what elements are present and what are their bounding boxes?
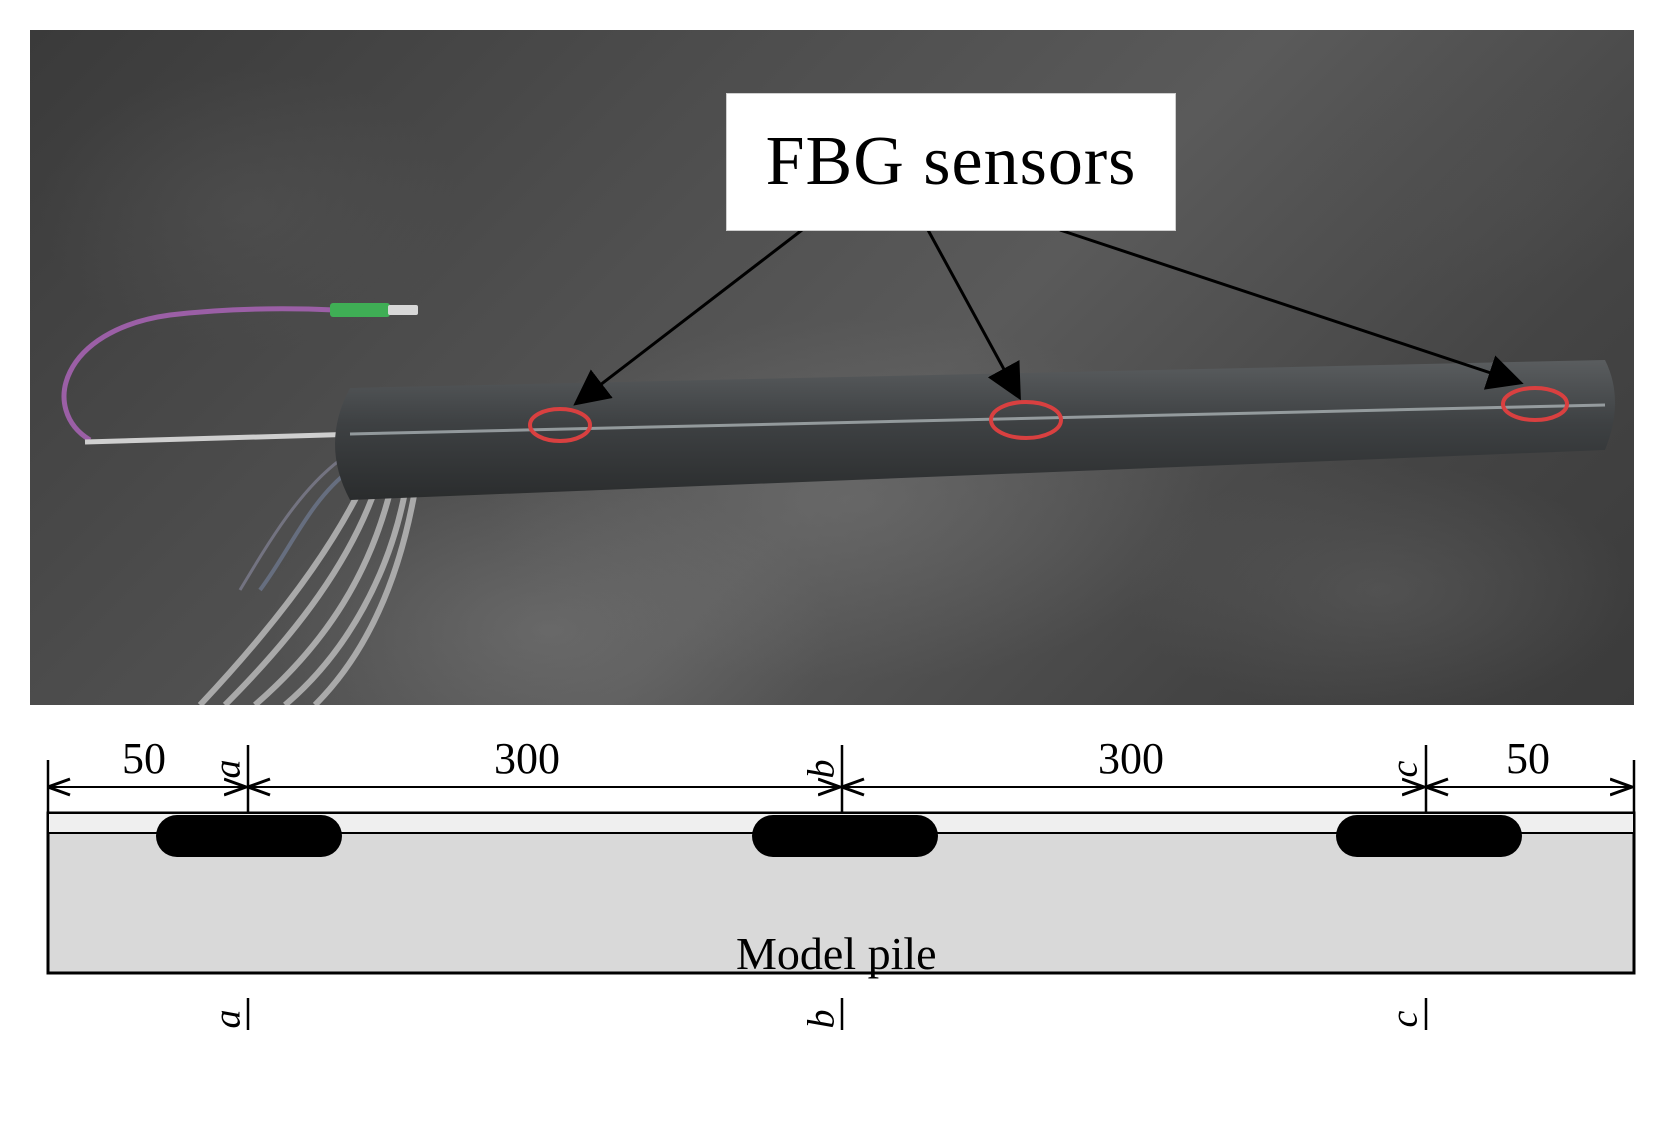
section-label-bottom-b: b	[800, 1009, 843, 1029]
sensor-a	[156, 815, 342, 857]
sensor-c	[1336, 815, 1522, 857]
dim-label-1: 50	[122, 734, 166, 783]
sensor-marker-b	[989, 400, 1063, 440]
schematic-drawing	[46, 745, 1636, 1030]
dim-label-4: 50	[1506, 734, 1550, 783]
dim-label-3: 300	[1098, 734, 1164, 783]
pile-schematic: 50 300 300 50 a b c Model pile a b c	[0, 705, 1665, 1121]
extension-lines	[46, 745, 1636, 813]
callout-arrows	[573, 228, 1524, 406]
photo-scene	[61, 228, 1615, 705]
sensor-b	[752, 815, 938, 857]
section-label-top-a: a	[206, 759, 249, 779]
section-label-bottom-a: a	[206, 1009, 249, 1029]
sensor-photo: FBG sensors	[30, 30, 1634, 705]
sensor-marker-a	[528, 407, 592, 443]
callout-fbg-sensors: FBG sensors	[726, 93, 1176, 231]
section-label-bottom-c: c	[1383, 1010, 1426, 1028]
fiber-loop	[61, 306, 336, 443]
sensor-marker-c	[1501, 386, 1569, 422]
wire-bundle	[197, 458, 418, 705]
pile-label: Model pile	[736, 928, 937, 979]
steel-rod	[84, 431, 361, 445]
dim-label-2: 300	[494, 734, 560, 783]
section-label-top-b: b	[800, 759, 843, 779]
section-label-top-c: c	[1383, 760, 1426, 778]
callout-label: FBG sensors	[765, 123, 1137, 200]
model-pile-photo	[335, 360, 1615, 500]
fiber-connector	[330, 303, 390, 317]
section-ticks-bottom	[246, 998, 1428, 1030]
